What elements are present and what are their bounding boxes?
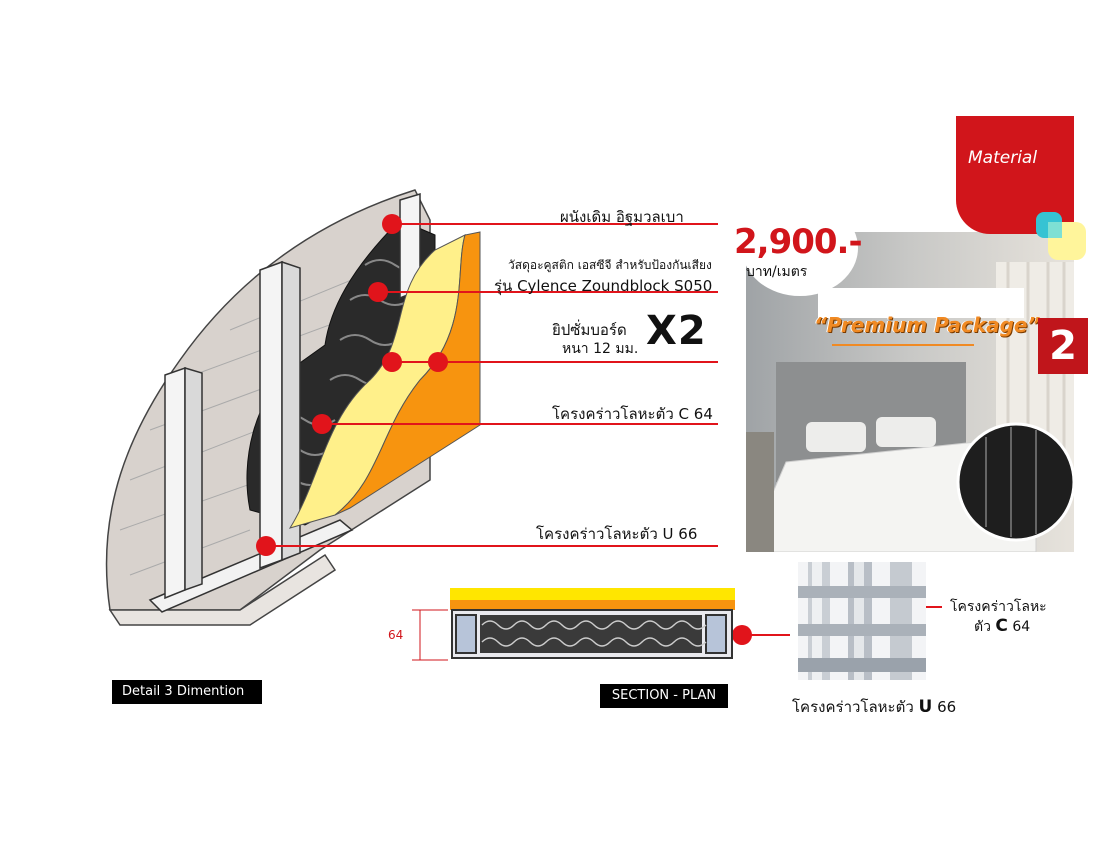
package-number: 2 (1038, 318, 1088, 374)
label-c-stud: โครงคร่าวโลหะตัว C 64 (552, 405, 713, 423)
decor-squares (1036, 212, 1086, 260)
label-acoustic-line2: รุ่น Cylence Zoundblock S050 (494, 277, 713, 295)
material-tag-label: Material (968, 148, 1038, 168)
bedroom-photo (746, 232, 1074, 552)
package-name-underline (832, 344, 974, 346)
section-c-stud-left (455, 614, 477, 654)
label-gypsum-line2: หนา 12 มม. (562, 341, 639, 357)
photo-label-c-line2: ตัว C 64 (974, 616, 1031, 636)
callout-dot-section (732, 625, 752, 645)
c-studs (164, 192, 421, 600)
package-price-unit: บาท/เมตร (746, 264, 808, 280)
label-acoustic-line1: วัสดุอะคูสติก เอสซีจี สำหรับป้องกันเสียง (508, 258, 712, 272)
label-multiplier: X2 (646, 308, 707, 354)
label-gypsum-line1: ยิปซั่มบอร์ด (552, 321, 627, 339)
section-plan-badge: SECTION - PLAN (600, 684, 728, 708)
callout-dot-u-track (256, 536, 276, 556)
package-price: 2,900.- (734, 222, 863, 262)
callout-dot-gypsum-a (382, 352, 402, 372)
label-u-track: โครงคร่าวโลหะตัว U 66 (536, 525, 698, 543)
callout-dot-acoustic (368, 282, 388, 302)
price-bubble (742, 218, 858, 296)
callout-dot-c-stud (312, 414, 332, 434)
section-gypsum-orange (450, 600, 735, 610)
section-dimension: 64 (388, 628, 404, 642)
wall-3d-diagram (105, 189, 481, 626)
metal-frame-photo (798, 562, 926, 680)
photo-label-c-line1: โครงคร่าวโลหะ (950, 599, 1047, 615)
floor-slab (108, 553, 337, 626)
callout-dot-gypsum-b (428, 352, 448, 372)
acoustic-sample-circle (956, 422, 1074, 542)
callout-dot-wall (382, 214, 402, 234)
header-white-bar (818, 288, 1024, 318)
section-c-stud-right (705, 614, 727, 654)
section-insulation (480, 615, 702, 653)
section-gypsum-yellow (450, 588, 735, 600)
section-plan-diagram (412, 588, 735, 661)
detail-3d-badge: Detail 3 Dimention (112, 680, 262, 704)
label-existing-wall: ผนังเดิม อิฐมวลเบา (560, 208, 684, 226)
gypsum-board-outer (334, 231, 481, 516)
package-name: “Premium Package” (814, 313, 1041, 337)
photo-label-u: โครงคร่าวโลหะตัว U 66 (792, 697, 957, 717)
